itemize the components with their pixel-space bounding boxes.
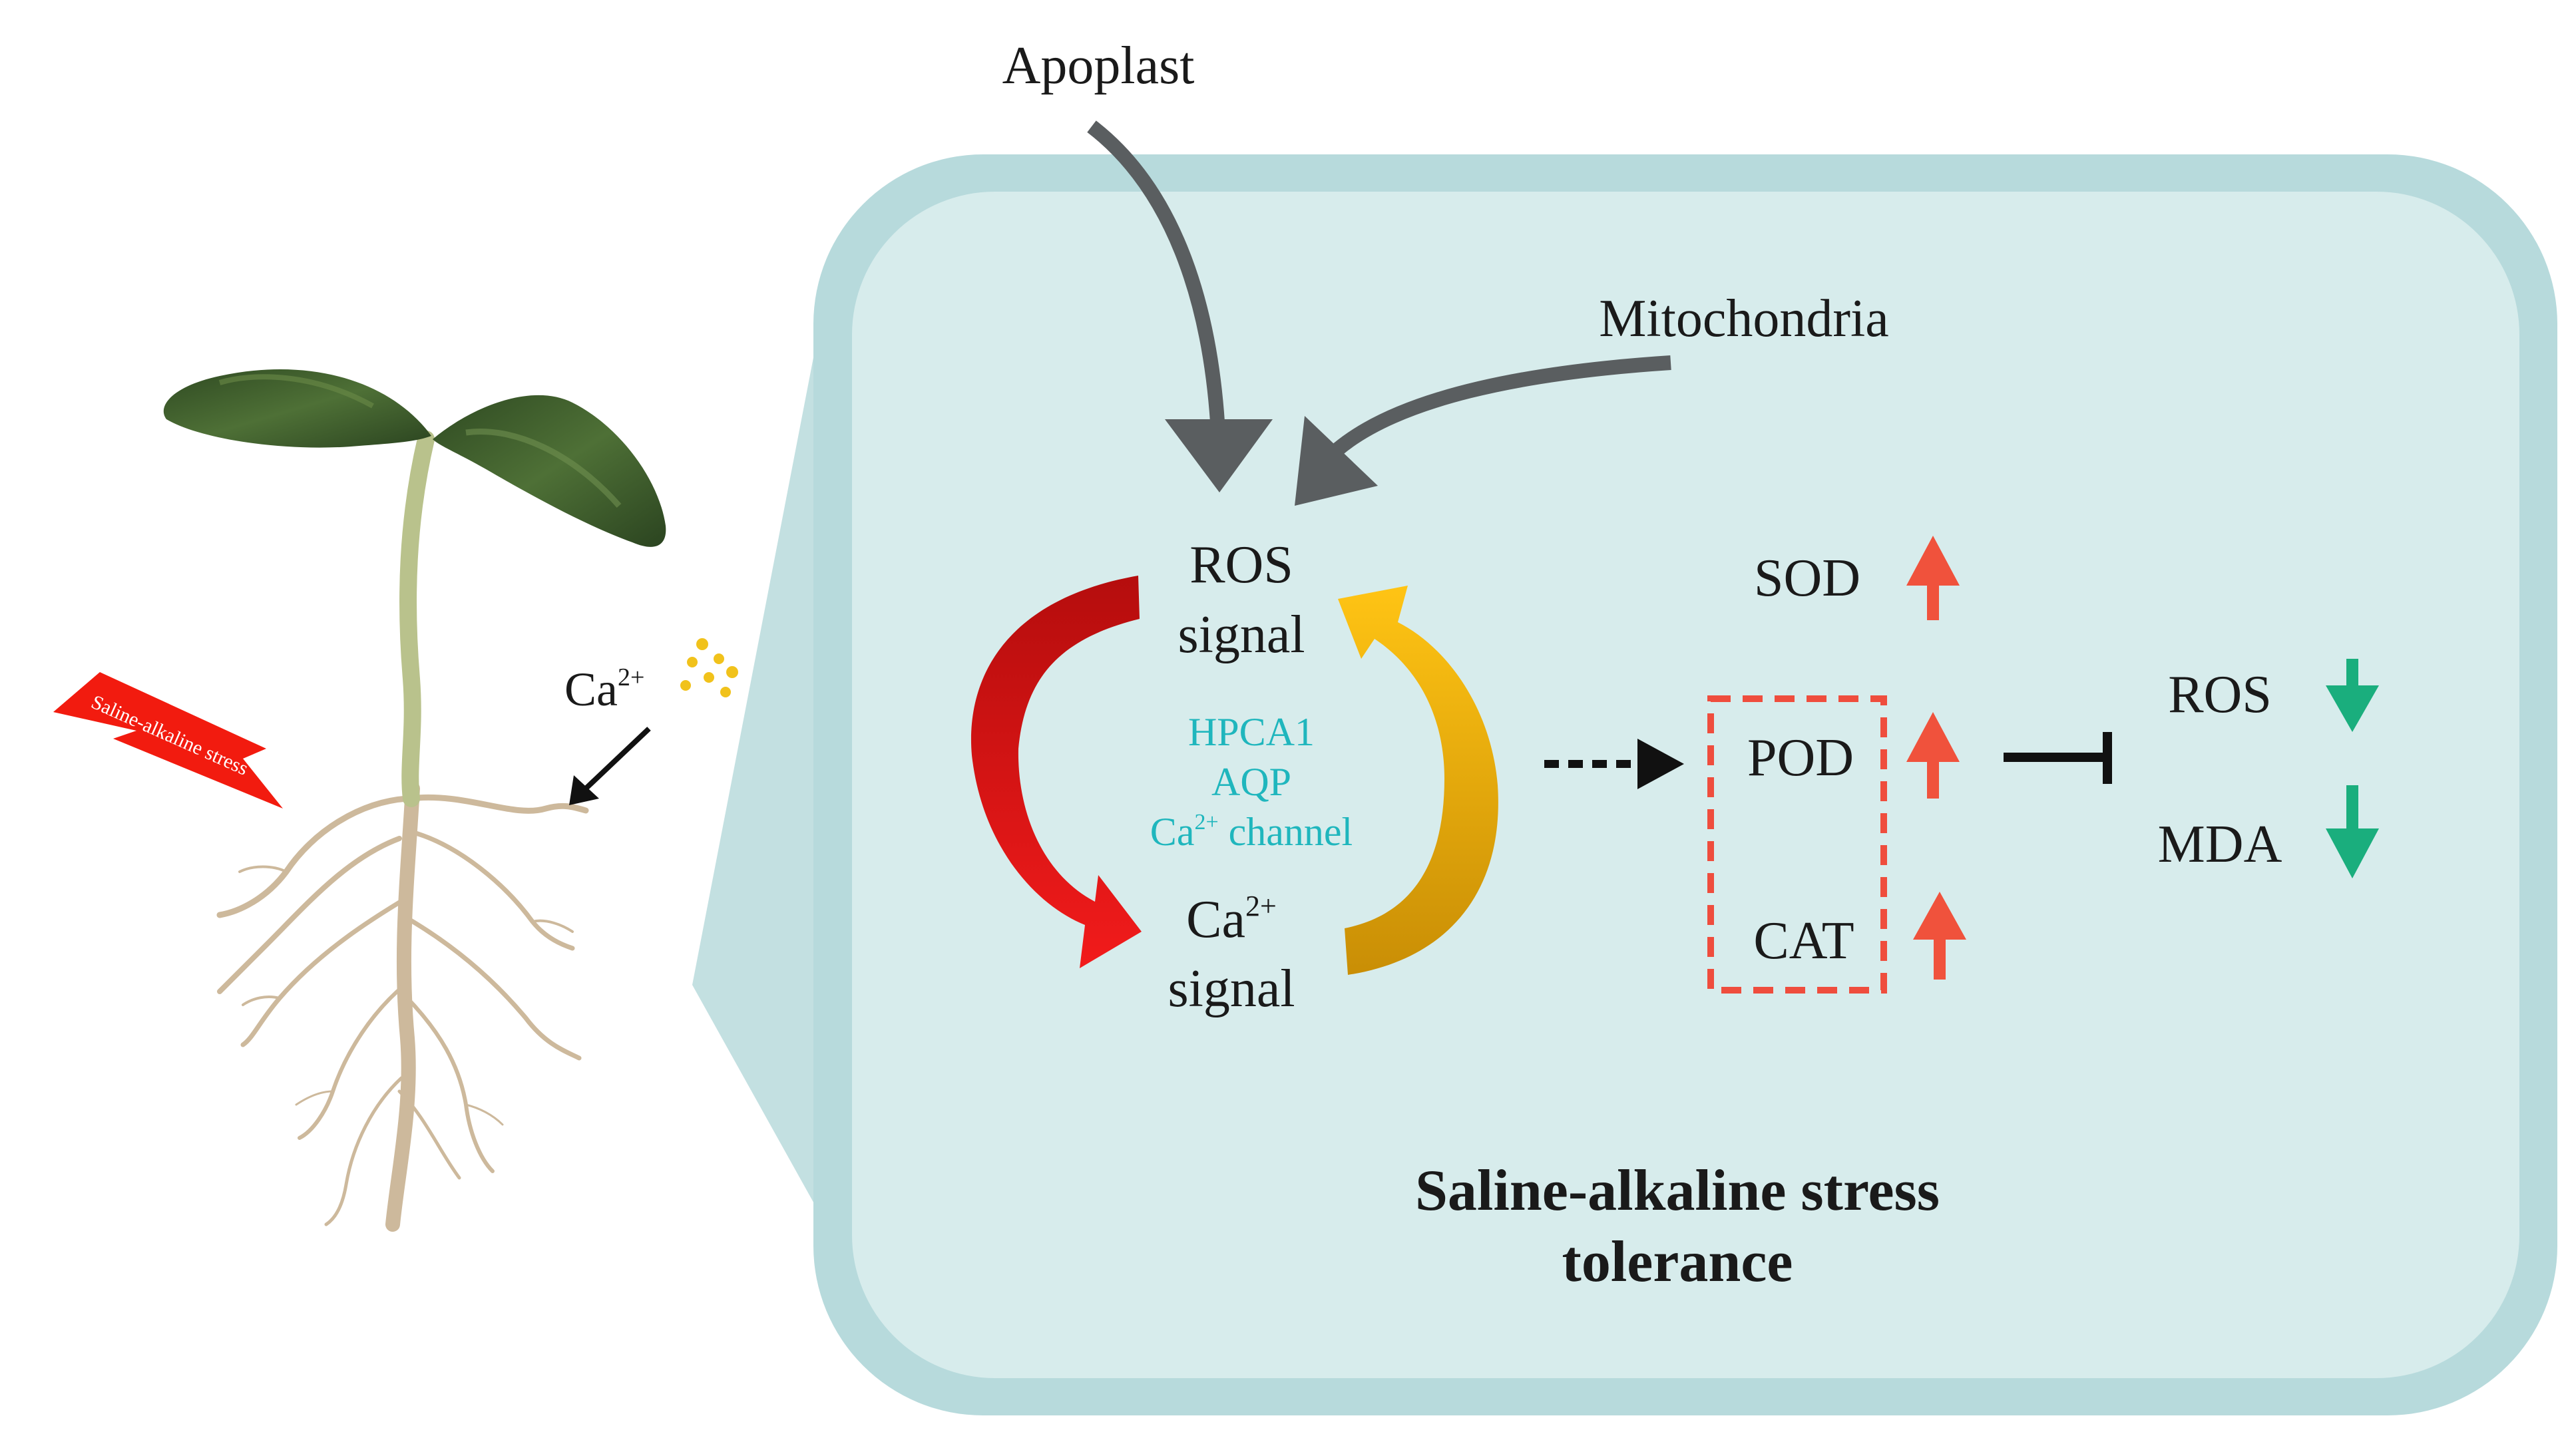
mediator-aqp: AQP: [1211, 760, 1291, 804]
apoplast-arrow: [1087, 120, 1273, 492]
pod-up-arrow: [1906, 712, 1960, 799]
mediator-hpca1: HPCA1: [1188, 710, 1315, 754]
seedling-illustration: [163, 369, 666, 1232]
mitochondria-label: Mitochondria: [1599, 289, 1888, 348]
apoplast-label: Apoplast: [1002, 37, 1195, 95]
mda-down-arrow: [2326, 785, 2379, 878]
tolerance-title-line2: tolerance: [1562, 1230, 1793, 1294]
right-leaf: [433, 395, 666, 547]
output-mda: MDA: [2158, 815, 2282, 874]
ca-influx-arrow: [569, 727, 651, 805]
ca-ion-dots: [680, 638, 738, 697]
enzyme-group-box: [1707, 695, 1887, 994]
enzyme-pod: POD: [1747, 729, 1854, 787]
ca-ion-label: Ca2+: [564, 663, 644, 716]
ca-signal-label-line2: signal: [1168, 960, 1295, 1018]
stress-bolt: Saline-alkaline stress: [53, 672, 283, 809]
ca-signal-label-line1: Ca2+: [1186, 890, 1277, 949]
ros-signal-label-line2: signal: [1178, 606, 1305, 664]
induction-dotted-arrow: [1544, 739, 1684, 789]
zoom-wedge: [692, 313, 822, 1218]
inhibition-symbol: [2004, 732, 2112, 784]
ros-down-arrow: [2326, 659, 2379, 732]
mediator-ca-channel: Ca2+ channel: [1150, 810, 1353, 854]
output-ros: ROS: [2168, 665, 2272, 724]
stem: [399, 431, 435, 807]
enzyme-sod: SOD: [1754, 549, 1860, 608]
cell-inner: [852, 192, 2519, 1378]
left-leaf: [163, 369, 431, 448]
cat-up-arrow: [1913, 892, 1966, 980]
enzyme-cat: CAT: [1753, 912, 1854, 970]
ros-signal-label-line1: ROS: [1189, 536, 1293, 594]
red-cycle-arrow: [970, 576, 1142, 968]
tolerance-title-line1: Saline-alkaline stress: [1415, 1159, 1940, 1223]
sod-up-arrow: [1906, 536, 1960, 620]
mitochondria-arrow: [1295, 355, 1671, 506]
yellow-cycle-arrow: [1338, 586, 1498, 975]
roots: [216, 781, 589, 1232]
